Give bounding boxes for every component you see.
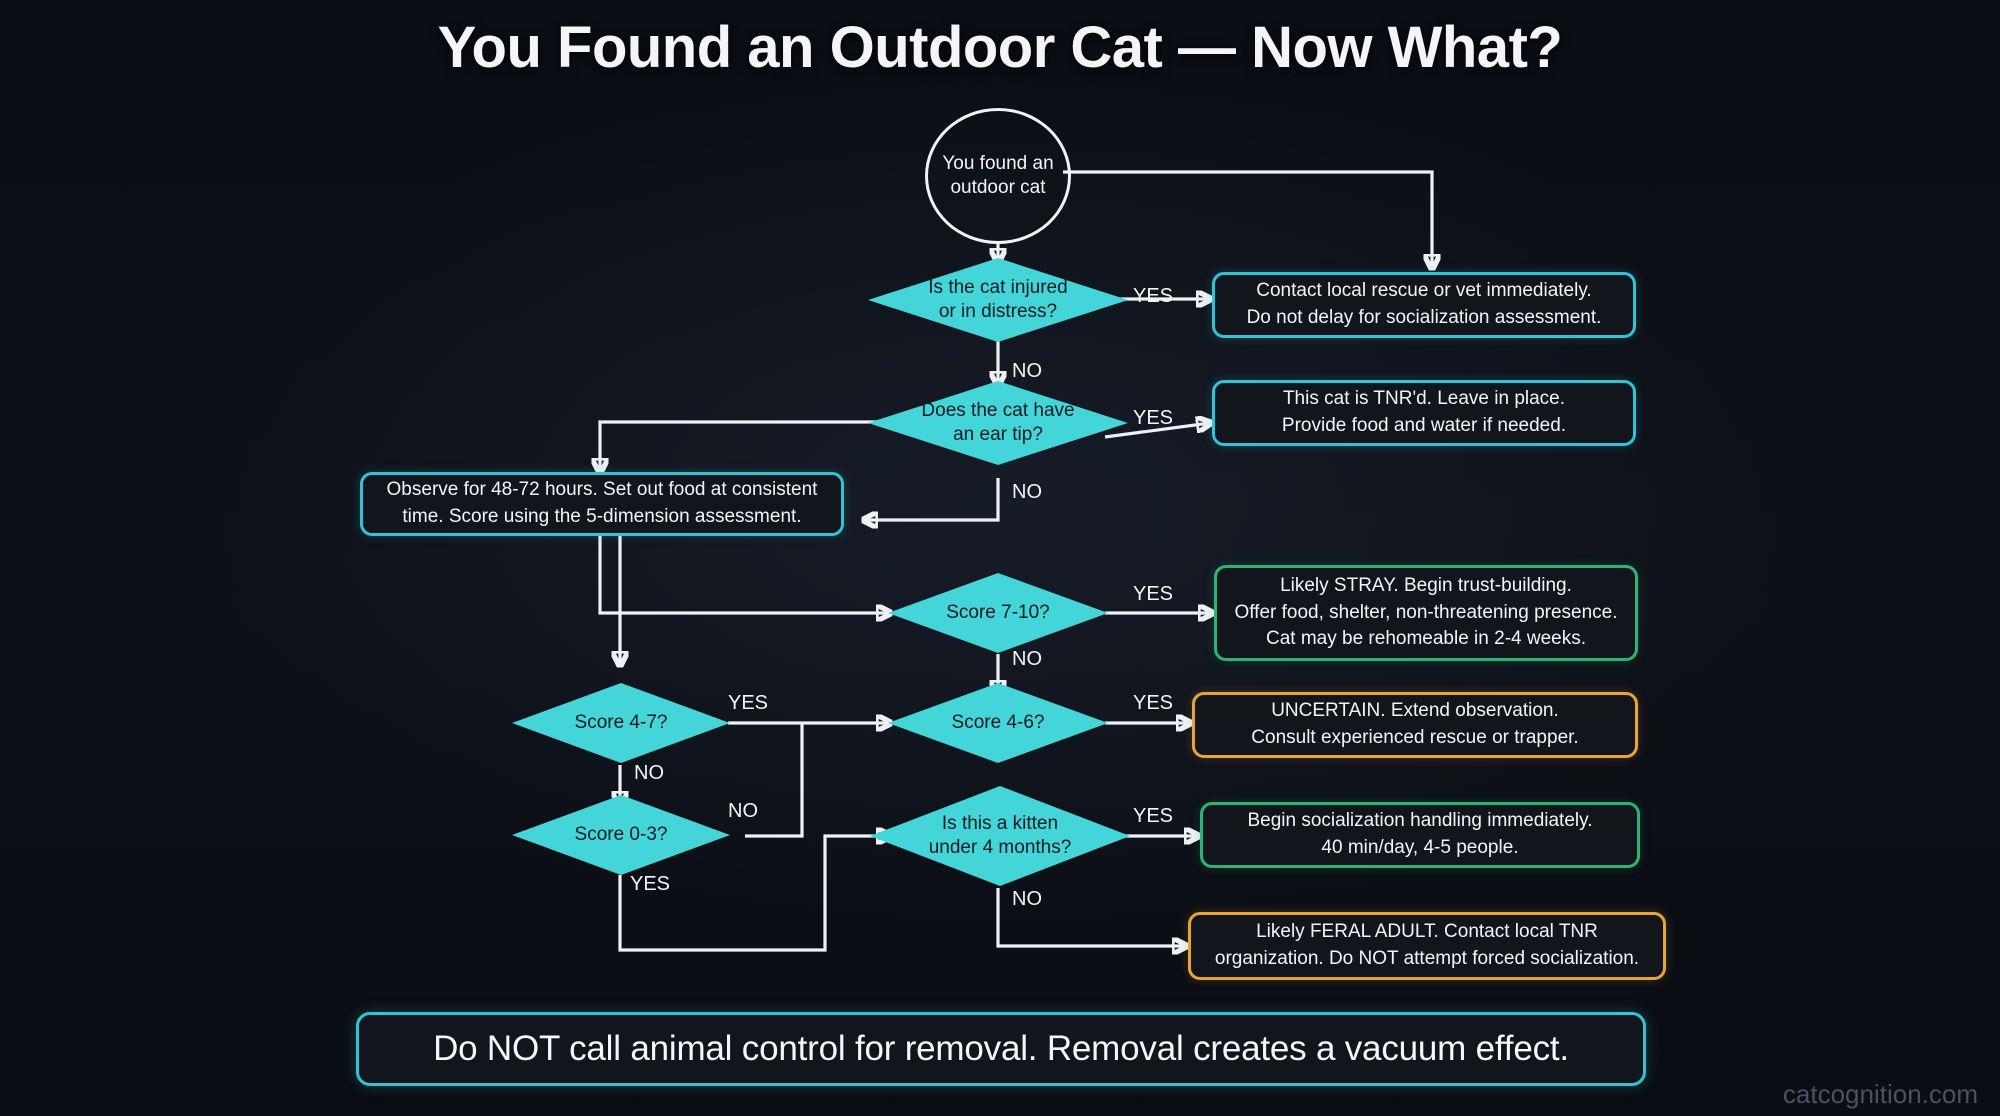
node-outcome-rescue[interactable]: Contact local rescue or vet immediately.…: [1212, 272, 1636, 338]
site-watermark: catcognition.com: [1782, 1079, 1978, 1109]
edge-label-score47-no: NO: [634, 762, 664, 784]
node-process-observe-label: Observe for 48-72 hours. Set out food at…: [386, 479, 818, 527]
node-outcome-feral[interactable]: Likely FERAL ADULT. Contact local TNR or…: [1188, 912, 1666, 980]
edge-eartip-left-observe: [600, 420, 890, 472]
node-start-label: You found an outdoor cat: [942, 153, 1054, 198]
edge-label-score46-no: NO: [728, 800, 758, 822]
node-process-observe[interactable]: Observe for 48-72 hours. Set out food at…: [360, 472, 844, 536]
edge-label-score710-no: NO: [1012, 648, 1042, 670]
edge-start-rescue: [1063, 170, 1432, 268]
edge-label-kitten-yes: YES: [1133, 805, 1174, 827]
node-outcome-stray[interactable]: Likely STRAY. Begin trust-building. Offe…: [1214, 565, 1638, 661]
edge-label-kitten-no: NO: [1012, 888, 1042, 910]
edge-observe-score710: [598, 535, 890, 613]
node-decision-eartip-label: Does the cat have an ear tip?: [921, 399, 1075, 445]
warning-banner: Do NOT call animal control for removal. …: [356, 1012, 1646, 1086]
node-decision-score-7-10-label: Score 7-10?: [946, 601, 1050, 623]
node-decision-score-7-10[interactable]: Score 7-10?: [888, 573, 1108, 653]
edge-label-injured-yes: YES: [1133, 285, 1174, 307]
node-outcome-tnrd-label: This cat is TNR'd. Leave in place. Provi…: [1281, 388, 1567, 436]
edge-kitten-no: [996, 888, 1186, 946]
node-outcome-socialize-label: Begin socialization handling immediately…: [1247, 810, 1593, 858]
edge-label-injured-no: NO: [1012, 360, 1042, 382]
node-decision-score-4-7[interactable]: Score 4-7?: [512, 683, 730, 763]
node-outcome-socialize[interactable]: Begin socialization handling immediately…: [1200, 802, 1640, 868]
warning-banner-text: Do NOT call animal control for removal. …: [433, 1029, 1569, 1068]
node-outcome-uncertain-label: UNCERTAIN. Extend observation. Consult e…: [1251, 700, 1579, 748]
node-decision-score-0-3-label: Score 0-3?: [574, 823, 668, 845]
node-outcome-tnrd[interactable]: This cat is TNR'd. Leave in place. Provi…: [1212, 380, 1636, 446]
edge-score03-yes: [618, 836, 890, 952]
edge-label-eartip-yes: YES: [1133, 407, 1174, 429]
node-decision-injured[interactable]: Is the cat injured or in distress?: [868, 258, 1128, 342]
node-outcome-feral-label: Likely FERAL ADULT. Contact local TNR or…: [1214, 921, 1640, 969]
node-outcome-stray-label: Likely STRAY. Begin trust-building. Offe…: [1234, 575, 1618, 650]
edge-label-score46-yes: YES: [1133, 692, 1174, 714]
node-decision-score-4-6-label: Score 4-6?: [951, 711, 1045, 733]
node-decision-score-4-6[interactable]: Score 4-6?: [888, 683, 1108, 763]
node-decision-injured-label: Is the cat injured or in distress?: [928, 276, 1068, 322]
edge-label-score47-yes: YES: [728, 692, 769, 714]
node-decision-kitten[interactable]: Is this a kitten under 4 months?: [870, 786, 1130, 886]
node-outcome-uncertain[interactable]: UNCERTAIN. Extend observation. Consult e…: [1192, 692, 1638, 758]
edge-score46-no: [745, 723, 804, 838]
edge-label-score03-yes: YES: [630, 873, 671, 895]
page-title: You Found an Outdoor Cat — Now What?: [437, 15, 1563, 80]
edge-label-score710-yes: YES: [1133, 583, 1174, 605]
node-outcome-rescue-label: Contact local rescue or vet immediately.…: [1246, 280, 1602, 328]
node-decision-kitten-label: Is this a kitten under 4 months?: [928, 812, 1072, 858]
edge-eartip-yes: [1104, 423, 1210, 439]
node-decision-score-4-7-label: Score 4-7?: [574, 711, 668, 733]
edge-eartip-no: [864, 478, 1000, 520]
edge-label-eartip-no: NO: [1012, 481, 1042, 503]
node-decision-eartip[interactable]: Does the cat have an ear tip?: [868, 381, 1128, 465]
node-start[interactable]: You found an outdoor cat: [925, 108, 1071, 244]
node-decision-score-0-3[interactable]: Score 0-3?: [512, 795, 730, 875]
